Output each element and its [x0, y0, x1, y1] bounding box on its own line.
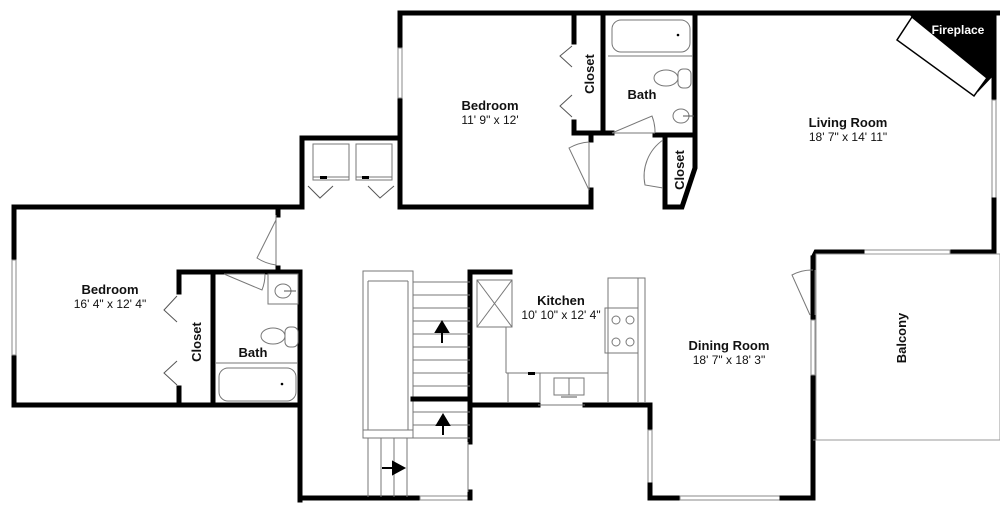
balcony-label: Balcony — [894, 312, 909, 363]
bedroom-left — [11, 204, 303, 408]
bedroom-left-name: Bedroom — [81, 282, 138, 297]
bath-left — [216, 269, 303, 503]
bath-top-label: Bath — [628, 87, 657, 102]
bedroom-top — [397, 10, 615, 210]
closet-small-label: Closet — [672, 149, 687, 189]
window — [397, 47, 403, 99]
bedroom-top-dims: 11' 9" x 12' — [461, 113, 518, 127]
kitchen-dims: 10' 10" x 12' 4" — [521, 308, 600, 322]
closet-small — [643, 132, 698, 210]
dining-room-name: Dining Room — [689, 338, 770, 353]
closet-top-label: Closet — [582, 53, 597, 93]
arrow-right-icon — [382, 460, 407, 476]
living-room-dims: 18' 7" x 14' 11" — [809, 130, 887, 144]
bedroom-top-name: Bedroom — [461, 98, 518, 113]
fireplace-label: Fireplace — [932, 23, 985, 37]
arrow-up-icon — [434, 320, 450, 343]
hall-closets — [275, 135, 403, 210]
closet-left-label: Closet — [189, 321, 204, 361]
bedroom-left-dims: 16' 4" x 12' 4" — [74, 297, 146, 311]
kitchen-name: Kitchen — [537, 293, 585, 308]
bath-left-label: Bath — [239, 345, 268, 360]
arrow-up-icon — [435, 413, 451, 435]
balcony: Balcony — [815, 253, 1000, 441]
stairs — [297, 269, 473, 501]
dining-room-dims: 18' 7" x 18' 3" — [693, 353, 765, 367]
living-room-name: Living Room — [809, 115, 888, 130]
fireplace: Fireplace — [895, 13, 994, 98]
kitchen — [467, 269, 653, 408]
